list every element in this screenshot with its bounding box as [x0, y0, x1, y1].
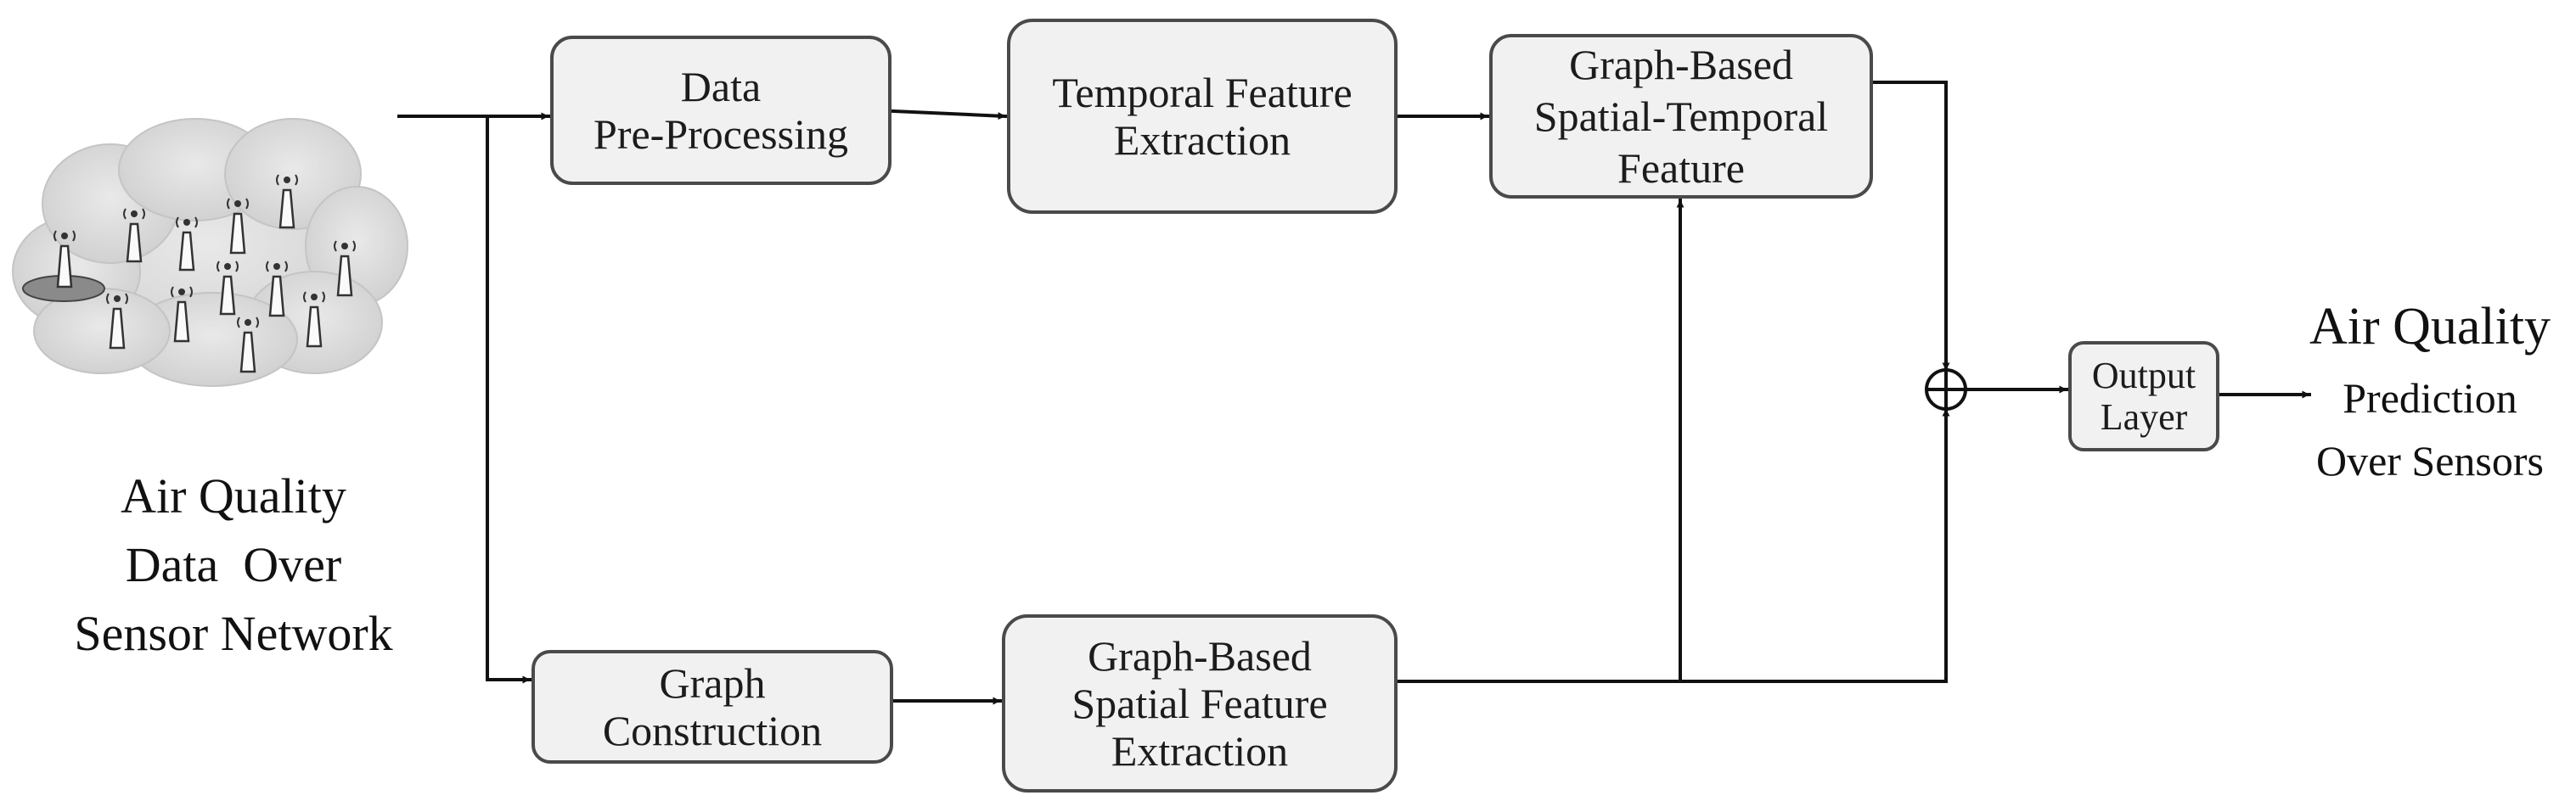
box-label-line: Data [680, 63, 762, 110]
box-label-line: Extraction [1113, 116, 1291, 164]
circle-plus-icon [1925, 368, 1967, 411]
output-subtitle: Prediction Over Sensors [2286, 367, 2574, 492]
graph-spatial-temporal-feature-box: Graph-Based Spatial-Temporal Feature [1489, 34, 1873, 199]
output-subtitle-line: Prediction [2343, 374, 2517, 422]
box-label-line: Output [2091, 354, 2196, 396]
box-label-line: Temporal Feature [1052, 69, 1353, 116]
output-subtitle-line: Over Sensors [2315, 437, 2545, 485]
input-label-line: Sensor Network [74, 606, 393, 662]
box-label-line: Graph-Based [1569, 40, 1793, 88]
box-label-line: Spatial-Temporal [1533, 92, 1829, 140]
box-label-line: Graph [659, 659, 766, 707]
box-label-line: Extraction [1111, 727, 1289, 775]
graph-construction-box: Graph Construction [532, 650, 893, 764]
box-label-line: Pre-Processing [593, 110, 848, 158]
box-label-line: Feature [1617, 143, 1745, 192]
data-preprocessing-box: Data Pre-Processing [550, 36, 891, 185]
sensor-network-cloud-icon [12, 118, 408, 387]
output-title: Air Quality [2309, 298, 2551, 356]
graph-spatial-feature-extraction-box: Graph-Based Spatial Feature Extraction [1002, 614, 1398, 793]
input-label-line: Air Quality [121, 468, 346, 524]
box-label-line: Layer [2100, 396, 2188, 438]
input-data-label: Air Quality Data Over Sensor Network [8, 462, 458, 669]
output-layer-box: Output Layer [2068, 341, 2219, 451]
arrow-to-temporal [891, 109, 1008, 120]
box-label-line: Spatial Feature [1071, 680, 1328, 727]
input-label-line: Data Over [125, 537, 342, 593]
box-label-line: Graph-Based [1088, 632, 1312, 680]
temporal-feature-extraction-box: Temporal Feature Extraction [1007, 19, 1398, 214]
box-label-line: Construction [602, 707, 823, 754]
